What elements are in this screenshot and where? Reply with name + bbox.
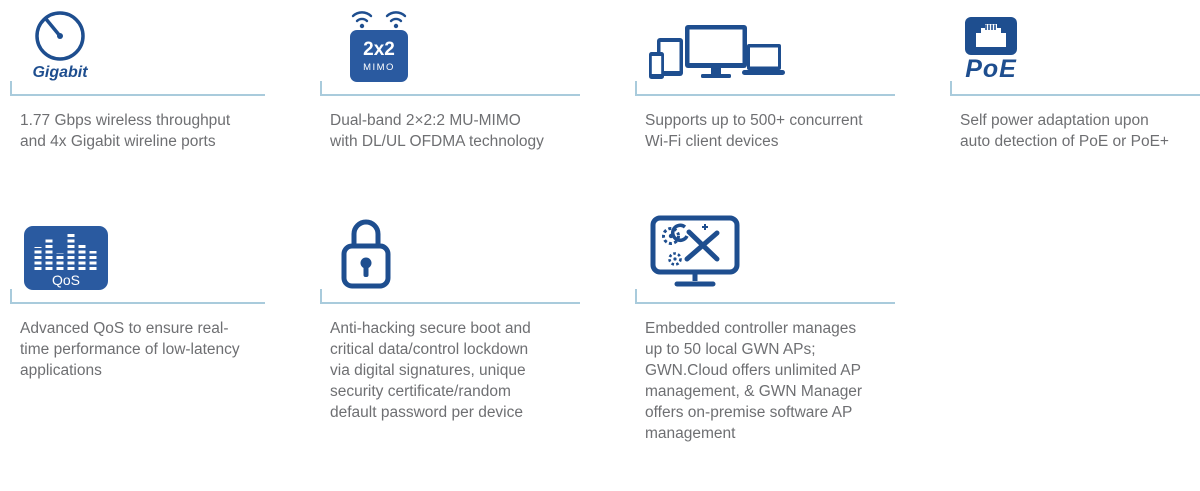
poe-icon-area: PoE [950,0,1200,94]
feature-qos: QoS Advanced QoS to ensure real-time per… [10,208,265,444]
mimo-badge-line1: 2x2 [363,38,395,60]
controller-icon-area [635,208,895,302]
qos-label: QoS [51,272,80,288]
divider-line [320,289,580,304]
wifi-signals-icon [351,11,407,29]
gigabit-icon-area: Gigabit [10,0,265,94]
qos-equalizer-icon [34,233,97,270]
ap-controller-icon [650,215,740,287]
feature-poe: PoE Self power adaptation upon auto dete… [950,0,1200,152]
gigabit-gauge-icon [35,11,85,61]
feature-clients: Supports up to 500+ concurrent Wi-Fi cli… [635,0,895,152]
feature-mimo: 2x2 MIMO Dual-band 2×2:2 MU-MIMO with DL… [320,0,580,152]
mimo-icon-area: 2x2 MIMO [320,0,580,94]
feature-controller: Embedded controller manages up to 50 loc… [635,208,895,444]
divider-line [320,81,580,96]
feature-text: Dual-band 2×2:2 MU-MIMO with DL/UL OFDMA… [330,112,544,150]
feature-text: Supports up to 500+ concurrent Wi-Fi cli… [645,112,863,150]
client-devices-icon [649,25,785,79]
divider-line [950,81,1200,96]
padlock-icon [341,219,391,289]
divider-line [635,81,895,96]
divider-line [10,81,265,96]
gigabit-label: Gigabit [32,64,88,81]
mimo-badge-line2: MIMO [363,61,395,73]
feature-text: Anti-hacking secure boot and critical da… [330,320,531,421]
feature-text: 1.77 Gbps wireless throughput and 4x Gig… [20,112,231,150]
mimo-badge: 2x2 MIMO [350,30,408,82]
feature-text: Advanced QoS to ensure real-time perform… [20,320,240,379]
qos-badge: QoS [24,226,108,290]
feature-grid: Gigabit 1.77 Gbps wireless throughput an… [10,0,1200,444]
poe-port-icon [965,17,1017,55]
divider-line [635,289,895,304]
poe-label: PoE [965,55,1017,83]
feature-security: Anti-hacking secure boot and critical da… [320,208,580,444]
clients-icon-area [635,0,895,94]
qos-icon-area: QoS [10,208,265,302]
feature-text: Self power adaptation upon auto detectio… [960,112,1169,150]
security-icon-area [320,208,580,302]
feature-gigabit: Gigabit 1.77 Gbps wireless throughput an… [10,0,265,152]
divider-line [10,289,265,304]
feature-text: Embedded controller manages up to 50 loc… [645,320,863,442]
